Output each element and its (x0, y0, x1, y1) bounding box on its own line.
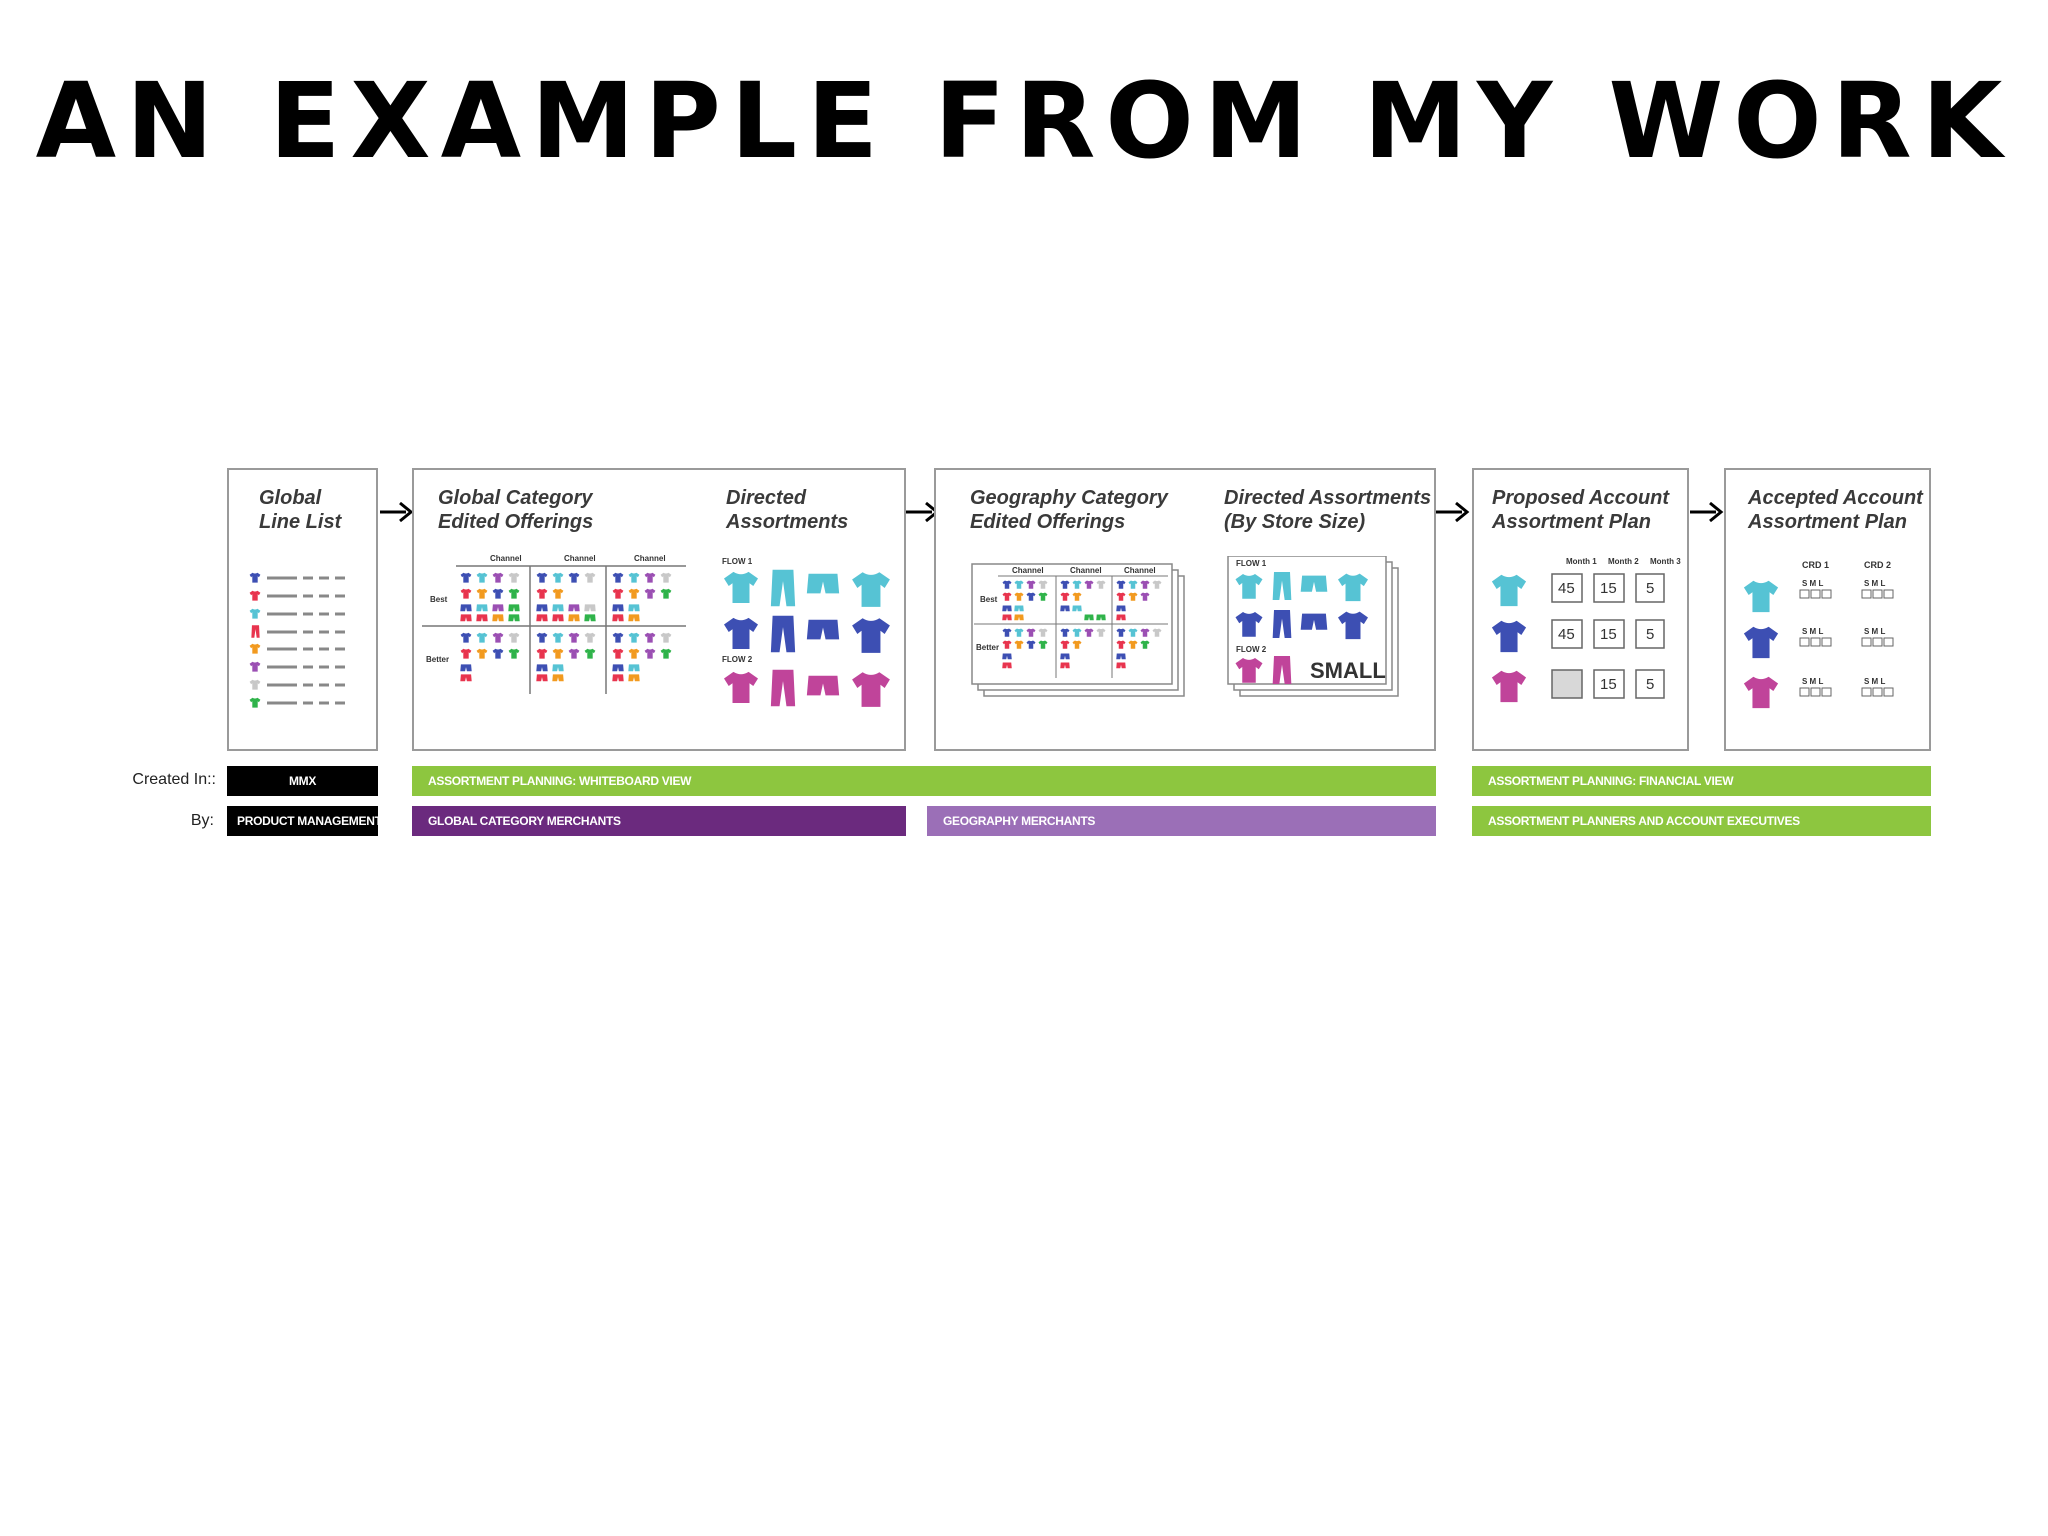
proposed-plan-graphic: Month 1 Month 2 Month 3 45 15 5 45 15 5 … (1491, 557, 1681, 703)
panel-title-line-2: Line List (259, 511, 342, 533)
panel-global-line-list: Global Line List (227, 468, 378, 751)
flow-arrow-3 (1436, 501, 1470, 523)
channel-header: Channel (634, 554, 666, 563)
panel-title-line-1: Global (259, 487, 322, 509)
plan-cell: 15 (1600, 580, 1617, 597)
panel-accepted-plan: Accepted Account Assortment Plan CRD 1 C… (1724, 468, 1931, 751)
directed-assortments-graphic: FLOW 1 FLOW 2 (722, 557, 890, 707)
best-label: Best (980, 595, 998, 604)
plan-cell: 15 (1600, 626, 1617, 643)
created-in-row-label: Created In:: (132, 771, 216, 788)
svg-text:S M L: S M L (1802, 627, 1823, 636)
geography-stack-graphic: Channel Channel Channel Best Better (971, 563, 1185, 697)
created-in-whiteboard-bar: ASSORTMENT PLANNING: WHITEBOARD VIEW (412, 766, 1436, 796)
svg-text:S M L: S M L (1802, 677, 1823, 686)
channel-header: Channel (1070, 566, 1102, 575)
by-product-management-bar: PRODUCT MANAGEMENT (227, 806, 378, 836)
by-planners-bar: ASSORTMENT PLANNERS AND ACCOUNT EXECUTIV… (1472, 806, 1931, 836)
svg-text:S M L: S M L (1864, 677, 1885, 686)
month-1-header: Month 1 (1566, 557, 1597, 566)
svg-text:S M L: S M L (1864, 579, 1885, 588)
plan-cell: 5 (1646, 676, 1654, 693)
month-2-header: Month 2 (1608, 557, 1639, 566)
plan-cell: 5 (1646, 580, 1654, 597)
flow-arrow-4 (1690, 501, 1724, 523)
by-global-merchants-bar: GLOBAL CATEGORY MERCHANTS (412, 806, 906, 836)
plan-cell: 45 (1558, 580, 1575, 597)
channel-header: Channel (564, 554, 596, 563)
created-in-mmx-bar: MMX (227, 766, 378, 796)
svg-text:S M L: S M L (1864, 627, 1885, 636)
panel-title-line-1: Global Category (438, 487, 593, 509)
panel-title-line-1: Geography Category (970, 487, 1168, 509)
panel-title-line-1: Accepted Account (1748, 487, 1923, 509)
panel-title-line-1: Proposed Account (1492, 487, 1670, 509)
better-label: Better (976, 643, 999, 652)
flow-2-label: FLOW 2 (722, 655, 753, 664)
store-size-stack-graphic: FLOW 1 FLOW 2 SMALL (1227, 556, 1399, 697)
crd-2-header: CRD 2 (1864, 560, 1891, 570)
flow-1-label: FLOW 1 (722, 557, 753, 566)
svg-text:S M L: S M L (1802, 579, 1823, 588)
plan-cell: 5 (1646, 626, 1654, 643)
panel-title-line-2: Edited Offerings (970, 511, 1126, 533)
size-grid: S M L S M L S M L S M L S M L S M L (1799, 579, 1894, 697)
panel-title-line-2: Assortment Plan (1492, 511, 1651, 533)
channel-header: Channel (1012, 566, 1044, 575)
panel-proposed-plan: Proposed Account Assortment Plan Month 1… (1472, 468, 1689, 751)
panel-title-line-2: Assortments (726, 511, 849, 533)
by-row-label: By: (190, 812, 214, 829)
flow-2-label: FLOW 2 (1236, 645, 1267, 654)
panel-title-line-1: Directed (726, 487, 807, 509)
plan-cell: 45 (1558, 626, 1575, 643)
category-grid-graphic: Channel Channel Channel Best Better (422, 554, 686, 694)
better-row-items (460, 632, 672, 682)
page-title: An Example From My Work (35, 60, 2013, 182)
panel-geography: Geography Category Edited Offerings Dire… (934, 468, 1436, 751)
best-label: Best (430, 595, 448, 604)
by-geography-merchants-bar: GEOGRAPHY MERCHANTS (927, 806, 1436, 836)
channel-header: Channel (1124, 566, 1156, 575)
flow-1-label: FLOW 1 (1236, 559, 1267, 568)
month-3-header: Month 3 (1650, 557, 1681, 566)
panel-title-line-2: Edited Offerings (438, 511, 594, 533)
crd-1-header: CRD 1 (1802, 560, 1829, 570)
best-row-items (460, 572, 672, 622)
better-label: Better (426, 655, 449, 664)
channel-header: Channel (490, 554, 522, 563)
store-size-label: SMALL (1310, 658, 1386, 683)
plan-cell: 15 (1600, 676, 1617, 693)
flow-arrow-1 (380, 501, 414, 523)
panel-global-category: Global Category Edited Offerings Directe… (412, 468, 906, 751)
panel-title-line-2: (By Store Size) (1224, 511, 1366, 533)
panel-title-line-2: Assortment Plan (1748, 511, 1907, 533)
panel-title-line-1: Directed Assortments (1224, 487, 1432, 509)
line-list-graphic (249, 572, 345, 708)
created-in-financial-bar: ASSORTMENT PLANNING: FINANCIAL VIEW (1472, 766, 1931, 796)
line-list-items (249, 572, 261, 708)
